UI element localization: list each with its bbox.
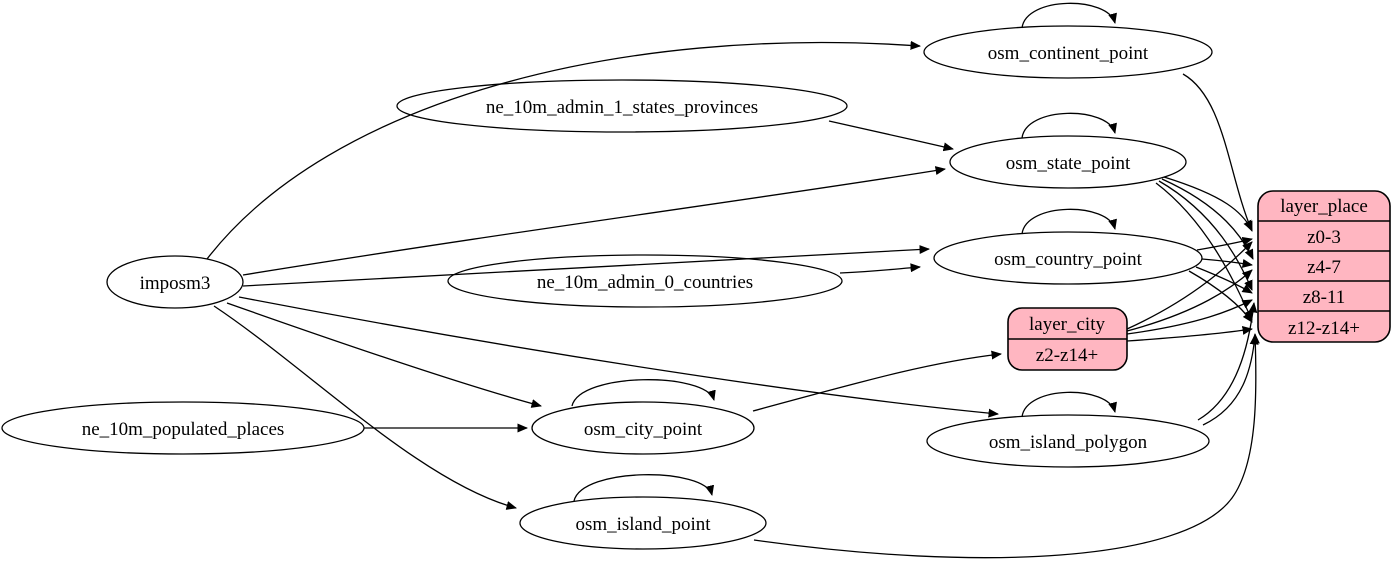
label-osm-state-point: osm_state_point bbox=[1006, 153, 1131, 174]
edge-imposm3-osm-state-point bbox=[242, 166, 946, 276]
node-osm-island-polygon bbox=[926, 414, 1210, 468]
node-osm-state-point bbox=[949, 135, 1187, 189]
label-osm-country-point: osm_country_point bbox=[994, 249, 1142, 270]
node-layer-city bbox=[1007, 307, 1128, 371]
edge-osm-country-point-layer-place-z4-7 bbox=[1201, 258, 1253, 268]
edge-osm-island-polygon-layer-place-z12-z14 bbox=[1202, 334, 1259, 426]
edge-osm-city-point-layer-city-z2-z14 bbox=[752, 350, 1002, 412]
label-layer-place-row-z0-3: z0-3 bbox=[1307, 227, 1341, 248]
label-ne-10m-admin-1-states-provinces: ne_10m_admin_1_states_provinces bbox=[486, 97, 758, 118]
edge-osm-state-point-layer-place-z0-3 bbox=[1163, 176, 1253, 231]
edge-layer-city-layer-place-z12-z14 bbox=[1126, 325, 1253, 342]
edge-selfloop-osm-island-point bbox=[573, 474, 715, 502]
edge-imposm3-osm-country-point bbox=[242, 245, 930, 287]
layer-place-box bbox=[1257, 190, 1391, 343]
edge-osm-country-point-layer-place-z0-3 bbox=[1196, 236, 1253, 251]
label-layer-city-title: layer_city bbox=[1029, 314, 1105, 335]
label-ne-10m-admin-0-countries: ne_10m_admin_0_countries bbox=[537, 272, 753, 293]
label-osm-island-point: osm_island_point bbox=[575, 514, 711, 535]
label-ne-10m-populated-places: ne_10m_populated_places bbox=[82, 419, 285, 440]
edge-imposm3-osm-city-point bbox=[226, 302, 542, 408]
node-layer-place bbox=[1257, 190, 1391, 343]
edge-osm-country-point-layer-place-z12-z14 bbox=[1188, 270, 1253, 323]
edge-layer-city-layer-place-z0-3 bbox=[1126, 241, 1253, 330]
node-osm-city-point bbox=[531, 401, 755, 455]
edge-layer-city-layer-place-z8-11 bbox=[1126, 299, 1253, 335]
label-osm-continent-point: osm_continent_point bbox=[988, 43, 1149, 64]
edge-selfloop-osm-country-point bbox=[1021, 208, 1117, 235]
edge-selfloop-osm-island-polygon bbox=[1021, 391, 1117, 418]
edge-imposm3-osm-island-point bbox=[213, 305, 517, 510]
node-osm-continent-point bbox=[923, 25, 1213, 79]
node-ne-10m-admin-1-states-provinces bbox=[396, 79, 848, 133]
edges bbox=[206, 2, 1260, 559]
label-layer-place-row-z8-11: z8-11 bbox=[1303, 287, 1346, 308]
label-imposm3: imposm3 bbox=[140, 273, 211, 294]
label-layer-place-title: layer_place bbox=[1280, 196, 1368, 217]
edge-selfloop-osm-state-point bbox=[1021, 112, 1117, 139]
edge-osm-country-point-layer-place-z8-11 bbox=[1195, 266, 1253, 294]
node-shapes bbox=[1, 25, 1391, 550]
label-osm-island-polygon: osm_island_polygon bbox=[989, 432, 1148, 453]
label-layer-place-row-z4-7: z4-7 bbox=[1307, 257, 1341, 278]
edge-imposm3-osm-island-polygon bbox=[238, 296, 999, 418]
label-layer-place-row-z12-z14: z12-z14+ bbox=[1288, 318, 1360, 339]
edge-ne-10m-admin-0-countries-osm-country-point bbox=[839, 263, 921, 274]
node-osm-island-point bbox=[519, 496, 767, 550]
edge-osm-island-polygon-layer-place-z8-11 bbox=[1197, 302, 1258, 421]
edge-selfloop-osm-continent-point bbox=[1021, 2, 1117, 29]
edge-osm-island-point-layer-place-z12-z14 bbox=[753, 333, 1260, 559]
label-layer-city-row-z2-z14: z2-z14+ bbox=[1036, 345, 1098, 366]
edge-ne-10m-admin-1-states-provinces-osm-state-point bbox=[828, 120, 954, 152]
node-labels: imposm3 ne_10m_admin_1_states_provinces … bbox=[82, 43, 1368, 535]
node-imposm3 bbox=[106, 255, 244, 309]
edge-osm-continent-point-layer-place-z0-3 bbox=[1182, 73, 1253, 232]
edge-selfloop-osm-city-point bbox=[571, 379, 716, 407]
label-osm-city-point: osm_city_point bbox=[584, 419, 703, 440]
node-osm-country-point bbox=[933, 231, 1203, 285]
edge-layer-city-layer-place-z4-7 bbox=[1126, 269, 1253, 332]
node-ne-10m-admin-0-countries bbox=[447, 254, 843, 308]
edge-imposm3-osm-continent-point bbox=[206, 40, 921, 260]
